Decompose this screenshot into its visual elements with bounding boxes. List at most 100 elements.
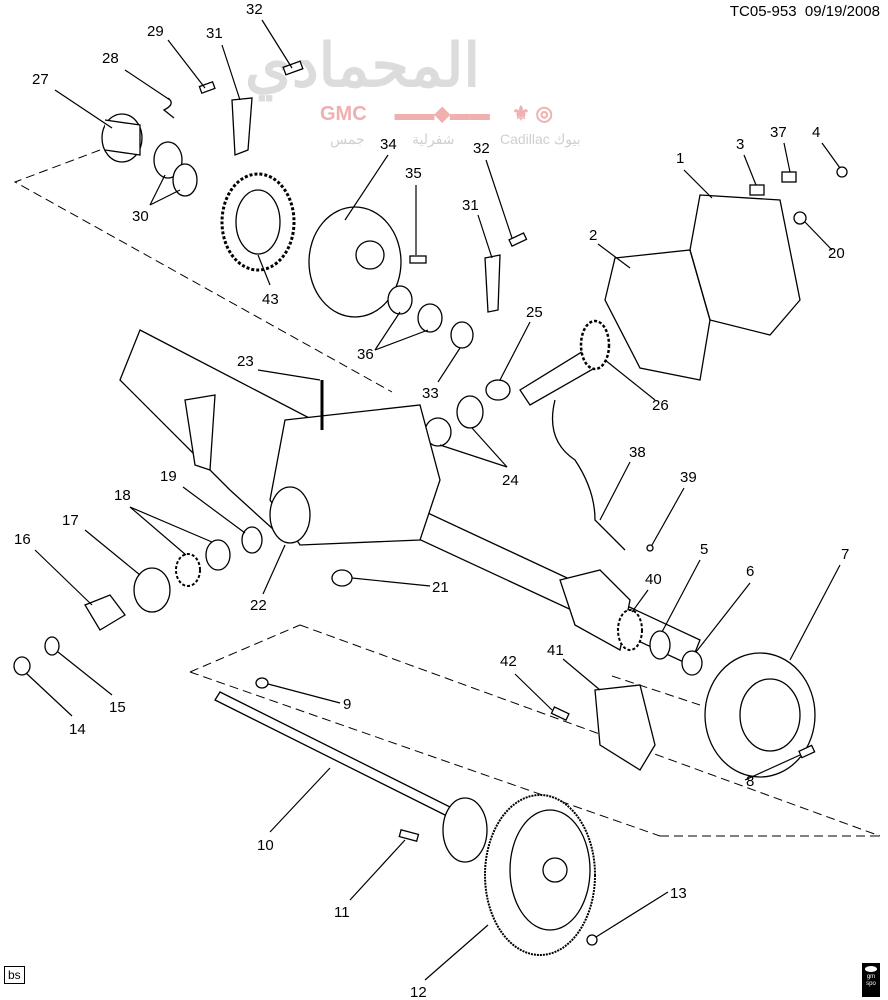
part-1-cover <box>689 194 801 336</box>
callout-1: 1 <box>676 150 685 167</box>
group-outline-dashed <box>13 149 881 837</box>
diagram-header: TC05-953 09/19/2008 <box>730 4 880 19</box>
part-20-plug <box>793 211 807 225</box>
part-2-gasket <box>604 249 711 381</box>
diagram-date: 09/19/2008 <box>804 3 880 20</box>
callout-24: 24 <box>502 472 519 489</box>
gm-spo-text: gm spo <box>866 974 876 987</box>
part-41-caliper <box>594 684 656 771</box>
callout-14: 14 <box>69 721 86 738</box>
callout-25: 25 <box>526 304 543 321</box>
callout-41: 41 <box>547 642 564 659</box>
part-32-bolt <box>282 60 304 76</box>
callout-27: 27 <box>32 71 49 88</box>
callout-36: 36 <box>357 346 374 363</box>
callout-35: 35 <box>405 165 422 182</box>
part-30-bearing <box>172 163 198 197</box>
part-18-race <box>205 539 231 571</box>
part-29-bolt <box>198 80 216 94</box>
callout-22: 22 <box>250 597 267 614</box>
watermark-buick-ar: Cadillac بيوك <box>500 131 581 147</box>
part-11-stud <box>398 828 420 842</box>
callout-40: 40 <box>645 571 662 588</box>
part-34-differential-case <box>308 206 402 318</box>
part-30-race <box>153 141 183 179</box>
part-8-bolt <box>798 744 816 759</box>
callout-32-right: 32 <box>473 140 490 157</box>
watermark-chevrolet-ar: شفرلية <box>412 131 455 147</box>
part-4-bolt <box>836 166 848 178</box>
callout-39: 39 <box>680 469 697 486</box>
part-35-bolt <box>409 255 427 264</box>
part-40-bearing <box>617 609 643 651</box>
callout-30: 30 <box>132 208 149 225</box>
part-10-axle-shaft <box>214 691 461 821</box>
part-33-shim <box>450 321 474 349</box>
callout-37: 37 <box>770 124 787 141</box>
callout-2: 2 <box>589 227 598 244</box>
callout-16: 16 <box>14 531 31 548</box>
bs-badge: bs <box>4 966 25 984</box>
callout-6: 6 <box>746 563 755 580</box>
part-7-backing-plate <box>704 652 816 778</box>
callout-32: 32 <box>246 1 263 18</box>
part-16-yoke <box>84 594 126 631</box>
part-42-bolt <box>550 706 570 721</box>
watermark-brands: GMC ▬▬◆▬▬ ⚜ ◎ <box>320 103 553 125</box>
part-13-clip <box>586 934 598 946</box>
part-36-bearing <box>387 285 413 315</box>
part-19-seal <box>241 526 263 554</box>
callout-26: 26 <box>652 397 669 414</box>
callout-7: 7 <box>841 546 850 563</box>
callout-20: 20 <box>828 245 845 262</box>
watermark-logo: المحمادي <box>245 32 481 99</box>
part-14-nut <box>13 656 31 676</box>
callout-19: 19 <box>160 468 177 485</box>
callout-28: 28 <box>102 50 119 67</box>
callout-17: 17 <box>62 512 79 529</box>
part-37-bracket <box>781 171 797 183</box>
diagram-code: TC05-953 <box>729 3 797 20</box>
axle-housing <box>119 329 701 666</box>
part-5-seal <box>649 630 671 660</box>
callout-3: 3 <box>736 136 745 153</box>
leader-lines <box>25 19 841 981</box>
part-9-lock <box>255 677 269 689</box>
part-21-plug <box>331 569 353 587</box>
part-31-cap <box>231 97 253 156</box>
watermark-gmc-ar: جمس <box>330 131 365 147</box>
callout-5: 5 <box>700 541 709 558</box>
callout-23: 23 <box>237 353 254 370</box>
callout-42: 42 <box>500 653 517 670</box>
callout-9: 9 <box>343 696 352 713</box>
callout-10: 10 <box>257 837 274 854</box>
part-31-cap-right <box>484 254 501 313</box>
callout-8: 8 <box>746 773 755 790</box>
part-17-seal <box>133 567 171 613</box>
part-15-washer <box>44 636 60 656</box>
callout-31: 31 <box>206 25 223 42</box>
callout-11: 11 <box>334 904 350 921</box>
callout-29: 29 <box>147 23 164 40</box>
callout-4: 4 <box>812 124 821 141</box>
part-24-bearing <box>456 395 484 429</box>
callout-18: 18 <box>114 487 131 504</box>
part-27-bearing-cup <box>101 113 143 163</box>
callout-12: 12 <box>410 984 427 1000</box>
part-3-bracket <box>749 184 765 196</box>
part-6-seal <box>681 650 703 676</box>
part-32-bolt-right <box>508 232 528 247</box>
callout-21: 21 <box>432 579 449 596</box>
callout-31-right: 31 <box>462 197 479 214</box>
part-25-spacer <box>485 379 511 401</box>
callout-15: 15 <box>109 699 126 716</box>
callout-43: 43 <box>262 291 279 308</box>
callout-33: 33 <box>422 385 439 402</box>
gm-spo-logo: gm spo <box>862 963 880 997</box>
callout-38: 38 <box>629 444 646 461</box>
callout-13: 13 <box>670 885 687 902</box>
part-28-clip <box>162 97 175 119</box>
part-38-sensor <box>551 399 626 551</box>
